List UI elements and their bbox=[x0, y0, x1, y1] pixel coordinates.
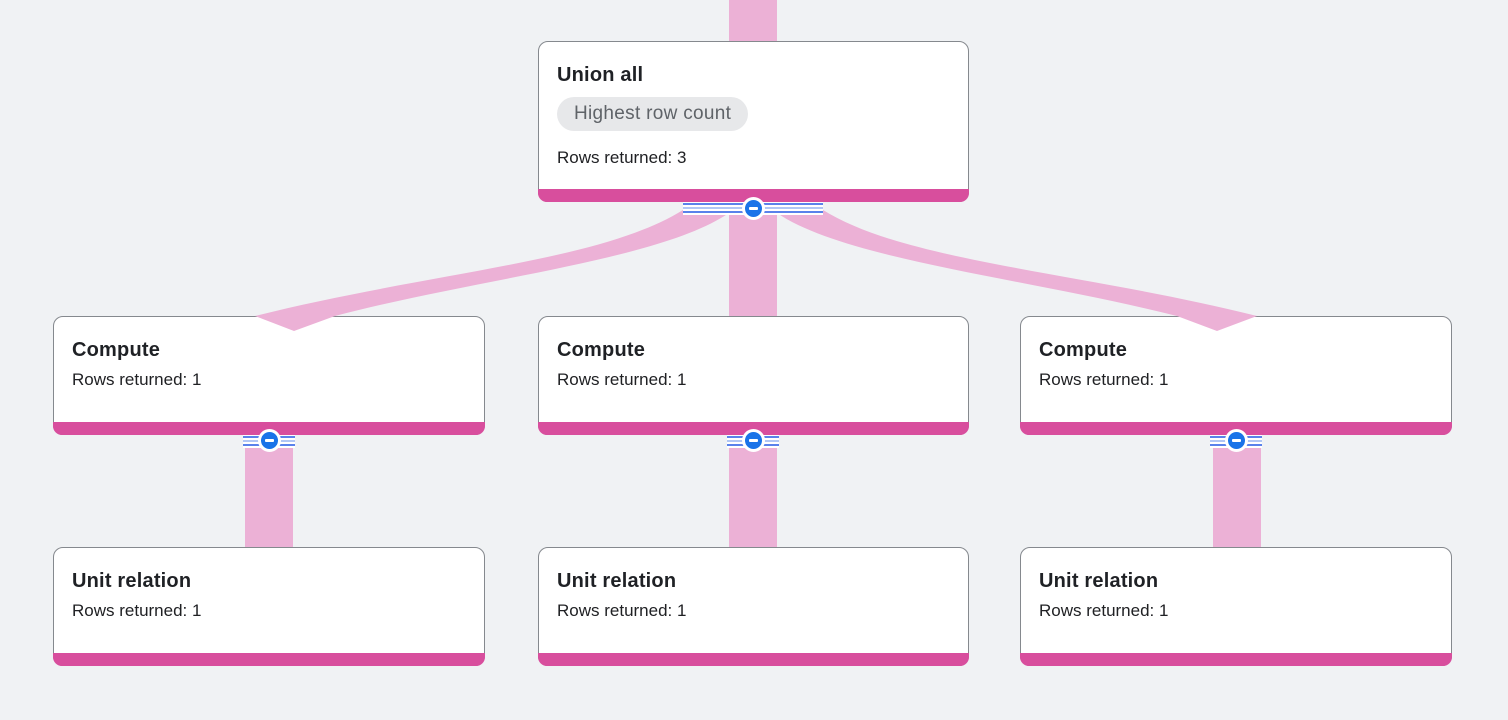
node-accent-bar bbox=[538, 422, 969, 435]
node-accent-bar bbox=[538, 189, 969, 202]
minus-icon bbox=[749, 207, 758, 210]
node-title: Unit relation bbox=[72, 570, 192, 592]
node-accent-bar bbox=[1020, 653, 1452, 666]
node-title: Union all bbox=[557, 64, 644, 86]
minus-icon bbox=[749, 439, 758, 442]
edge-union-compute-right bbox=[777, 202, 1257, 331]
rows-returned-label: Rows returned: 1 bbox=[1039, 601, 1169, 620]
node-unit-relation-1[interactable]: Unit relation Rows returned: 1 bbox=[53, 547, 485, 666]
node-unit-relation-3[interactable]: Unit relation Rows returned: 1 bbox=[1020, 547, 1452, 666]
collapse-button-compute-2[interactable] bbox=[742, 429, 765, 452]
node-compute-3[interactable]: Compute Rows returned: 1 bbox=[1020, 316, 1452, 435]
highest-row-count-badge: Highest row count bbox=[557, 97, 749, 131]
node-title: Unit relation bbox=[1039, 570, 1159, 592]
rows-returned-label: Rows returned: 1 bbox=[72, 370, 202, 389]
node-union-all[interactable]: Union all Highest row count Rows returne… bbox=[538, 41, 969, 202]
node-compute-2[interactable]: Compute Rows returned: 1 bbox=[538, 316, 969, 435]
node-title: Unit relation bbox=[557, 570, 677, 592]
rows-returned-label: Rows returned: 1 bbox=[1039, 370, 1169, 389]
collapse-button-compute-3[interactable] bbox=[1225, 429, 1248, 452]
rows-returned-label: Rows returned: 1 bbox=[72, 601, 202, 620]
rows-returned-label: Rows returned: 3 bbox=[557, 148, 687, 167]
node-title: Compute bbox=[72, 339, 161, 361]
node-title: Compute bbox=[1039, 339, 1128, 361]
node-compute-1[interactable]: Compute Rows returned: 1 bbox=[53, 316, 485, 435]
node-title: Compute bbox=[557, 339, 646, 361]
collapse-button-compute-1[interactable] bbox=[258, 429, 281, 452]
node-accent-bar bbox=[538, 653, 969, 666]
minus-icon bbox=[1232, 439, 1241, 442]
node-unit-relation-2[interactable]: Unit relation Rows returned: 1 bbox=[538, 547, 969, 666]
node-accent-bar bbox=[53, 422, 485, 435]
rows-returned-label: Rows returned: 1 bbox=[557, 601, 687, 620]
minus-icon bbox=[265, 439, 274, 442]
collapse-button-union[interactable] bbox=[742, 197, 765, 220]
rows-returned-label: Rows returned: 1 bbox=[557, 370, 687, 389]
edge-union-compute-left bbox=[255, 202, 729, 331]
node-accent-bar bbox=[1020, 422, 1452, 435]
edge-input-union bbox=[729, 0, 777, 41]
node-accent-bar bbox=[53, 653, 485, 666]
